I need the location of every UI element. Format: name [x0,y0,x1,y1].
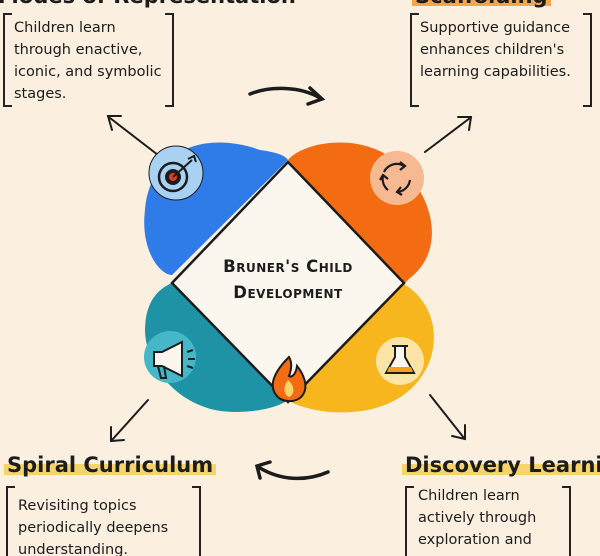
arrow-diag-bl-head [110,426,125,443]
desc-discovery-learning: Children learn actively through explorat… [418,488,537,548]
arrow-diag-br-head [451,424,466,441]
arrow-diag-br [429,394,465,439]
heading-discovery-learning: Discovery Learning [402,453,600,477]
heading-text: Discovery Learning [402,453,600,477]
target-icon [148,145,204,201]
heading-scaffolding: Scaffolding [412,0,551,8]
arrow-diag-bl [111,399,149,441]
arrow-top [248,86,322,100]
arrow-top-head [306,86,326,106]
desc-scaffolding: Supportive guidance enhances children's … [420,20,571,80]
bracket-left-bottom-left [6,486,15,556]
arrow-bottom-head [254,460,272,480]
bracket-right-top-right [583,13,592,107]
cycle-arrows-icon [370,151,424,205]
heading-text: Scaffolding [412,0,551,8]
desc-spiral-curriculum: Revisiting topics periodically deepens u… [18,498,169,556]
heading-text: Spiral Curriculum [4,453,217,477]
arrow-bottom [258,466,330,481]
desc-modes-of-representation: Children learn through enactive, iconic,… [14,20,162,102]
flask-icon [376,337,424,385]
heading-spiral-curriculum: Spiral Curriculum [4,453,217,477]
flame-icon [271,355,307,403]
heading-modes-of-representation: Modes of Representation [0,0,296,8]
flow-arrows [248,86,330,481]
arrow-diag-tr [424,117,471,153]
bracket-right-bottom-left [192,486,201,556]
bracket-left-bottom-right [405,486,414,556]
bracket-right-top-left [165,13,174,107]
arrow-diag-tl-head [106,115,122,131]
heading-text: Modes of Representation [0,0,296,8]
diagonal-arrows [106,115,473,443]
megaphone-icon [144,331,196,383]
bracket-left-top-left [3,13,12,107]
arrow-diag-tl [109,117,159,156]
arrow-diag-tr-head [457,116,473,131]
center-title: Bruner's Child Development [223,257,353,302]
bracket-right-bottom-right [562,486,571,556]
bracket-left-top-right [410,13,419,107]
